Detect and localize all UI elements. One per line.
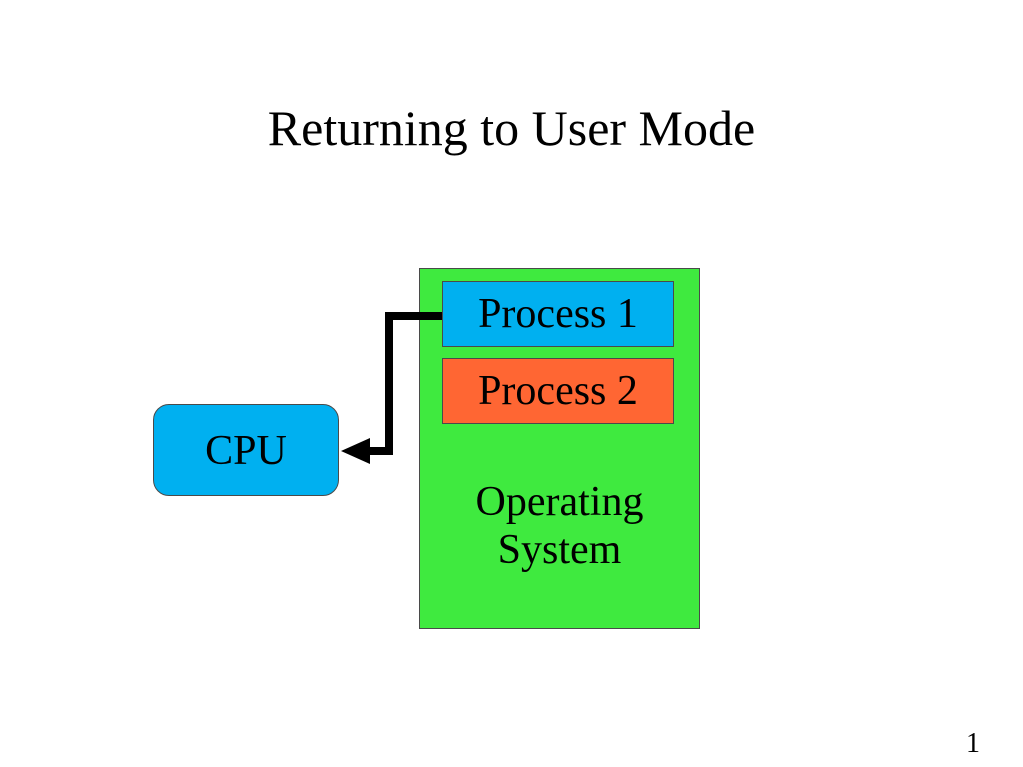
page-number: 1 [966,728,980,759]
process-2-box: Process 2 [442,358,674,424]
process-1-box: Process 1 [442,281,674,347]
cpu-box: CPU [153,404,339,496]
connector-line [368,312,442,455]
operating-system-label: Operating System [419,478,700,574]
operating-system-label-text: Operating System [475,479,644,573]
slide-title: Returning to User Mode [267,100,756,156]
arrowhead [341,438,370,464]
